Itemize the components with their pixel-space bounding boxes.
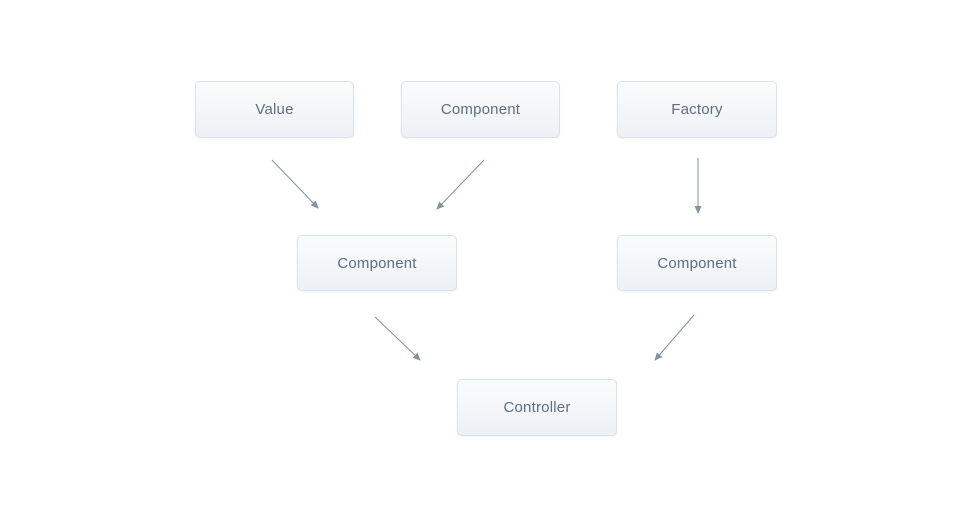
node-factory: Factory — [617, 81, 777, 138]
edge-component-right-to-controller — [654, 314, 695, 361]
node-component-right: Component — [617, 235, 777, 291]
node-controller: Controller — [457, 379, 617, 436]
node-value: Value — [195, 81, 354, 138]
node-value-label: Value — [255, 101, 294, 118]
node-component-top-label: Component — [440, 101, 521, 118]
node-component-top: Component — [401, 81, 560, 138]
node-controller-label: Controller — [503, 399, 571, 416]
edge-component-top-to-component-left — [436, 159, 485, 210]
node-component-left: Component — [297, 235, 457, 291]
node-factory-label: Factory — [671, 101, 723, 118]
edge-component-left-to-controller — [374, 316, 421, 361]
edge-value-to-component-left — [271, 159, 319, 209]
node-component-right-label: Component — [657, 254, 737, 272]
node-component-left-label: Component — [337, 254, 417, 272]
